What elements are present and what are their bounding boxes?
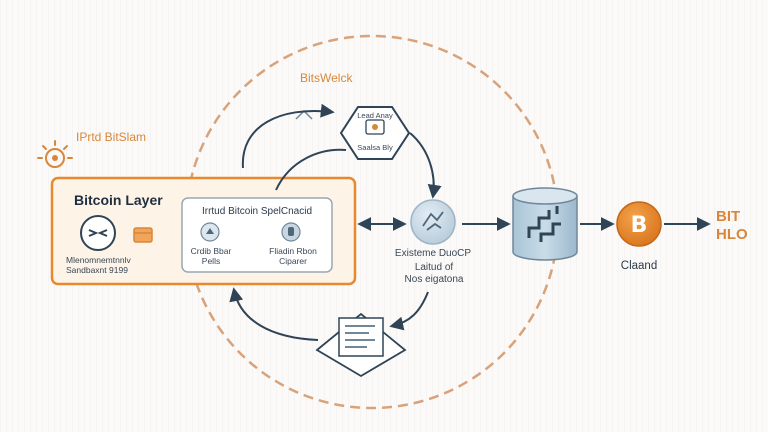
arrow-globe-to-doc: [389, 291, 429, 331]
inner-left-icon: [200, 222, 220, 242]
bitcoin-symbol: B: [631, 213, 648, 238]
network-icon: [80, 215, 116, 251]
bitcoin-coin-icon[interactable]: B: [616, 201, 662, 247]
inner-item-left: Crdib Bbar Pells: [190, 246, 232, 266]
wallet-icon: [133, 227, 153, 243]
arrow-hex-to-globe: [409, 132, 442, 199]
inner-right-icon: [281, 222, 301, 242]
arrow-doc-to-box: [229, 287, 319, 341]
right-label: BIT HLO: [716, 208, 748, 243]
layer-title: Bitcoin Layer: [74, 192, 163, 208]
middle-node-subtitle: Laitud of Nos eigatona: [404, 262, 464, 285]
brand-label: IPrtd BitSlam: [76, 130, 147, 144]
inner-title: Irrtud Bitcoin SpelCnacid: [201, 206, 313, 217]
hexagon-node-icon[interactable]: [339, 106, 411, 160]
layer-caption: Mlenomnemtnnlv Sandbaxnt 9199: [66, 255, 131, 275]
document-icon[interactable]: [315, 312, 407, 378]
database-icon[interactable]: [512, 187, 578, 261]
middle-node-title: Existeme DuoCP: [394, 248, 472, 259]
bitcoin-node-label: Claand: [620, 260, 658, 272]
inner-item-right: Fliadin Rbon Ciparer: [269, 246, 317, 266]
sun-icon: [37, 140, 73, 168]
hex-line-1: Lead Anay: [357, 111, 393, 120]
hex-line-2: Saalsa Bly: [357, 143, 393, 152]
globe-node-icon[interactable]: [410, 199, 456, 245]
arrow-loop-upper-right: [275, 148, 347, 191]
arrow-loop-top-left: [241, 103, 335, 169]
inner-layer-box[interactable]: [181, 197, 333, 273]
top-label: BitsWelck: [300, 71, 353, 85]
